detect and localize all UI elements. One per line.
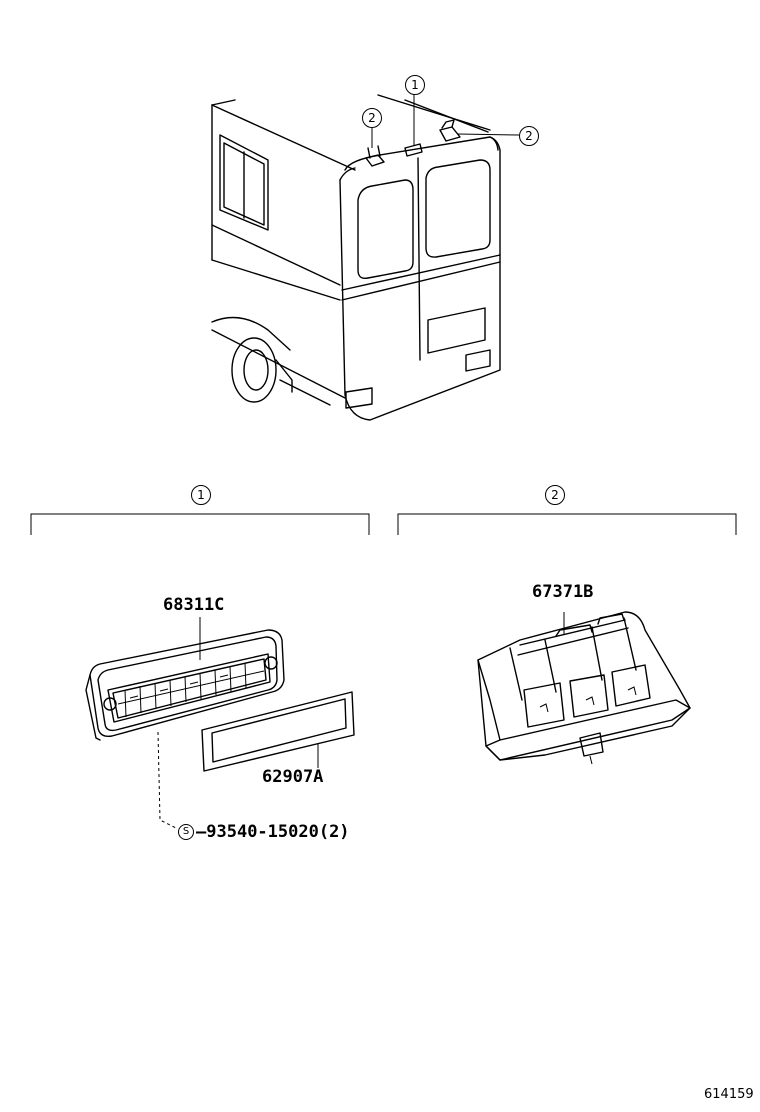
callout-1-top: 1 (405, 75, 425, 95)
screw-leader (157, 731, 177, 829)
part-number-93540-15020: —93540-15020(2) (196, 822, 350, 842)
gasket (201, 691, 355, 772)
screw-part-text: 93540-15020(2) (206, 822, 350, 842)
part-number-68311c: 68311C (163, 595, 225, 615)
part-number-62907a: 62907A (262, 767, 324, 787)
callout-2-right: 2 (519, 126, 539, 146)
callout-2-left: 2 (362, 108, 382, 128)
license-lamp-assembly (85, 617, 285, 741)
diagram-code: 614159 (704, 1087, 754, 1102)
group-1-header: 1 (191, 485, 211, 505)
group-brackets (30, 513, 737, 535)
roof-marker-lamp (477, 611, 691, 765)
part-number-67371b: 67371B (532, 582, 594, 602)
s-mark-icon: S (178, 824, 194, 840)
group-2-header: 2 (545, 485, 565, 505)
van-illustration (211, 90, 520, 421)
